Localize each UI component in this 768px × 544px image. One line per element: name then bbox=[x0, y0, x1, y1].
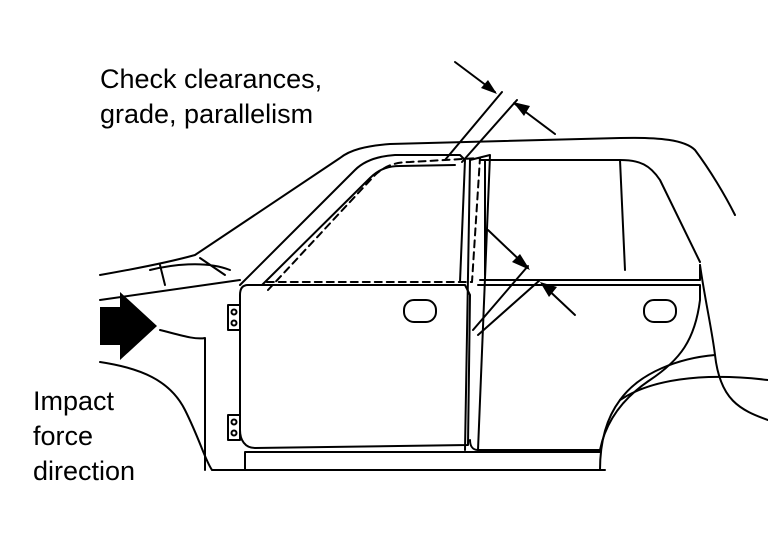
impact-callout: Impact force direction bbox=[33, 384, 135, 489]
clearance-label-line2: grade, parallelism bbox=[100, 99, 314, 129]
impact-label-line1: Impact bbox=[33, 386, 115, 416]
clearance-callout: Check clearances, grade, parallelism bbox=[100, 62, 322, 132]
dashed-door-outline bbox=[261, 157, 481, 291]
rear-door bbox=[464, 154, 701, 451]
impact-force-arrow bbox=[100, 292, 157, 360]
sill bbox=[244, 451, 601, 471]
impact-label-line2: force bbox=[33, 421, 94, 451]
front-door bbox=[227, 284, 471, 449]
clearance-label-line1: Check clearances, bbox=[100, 64, 323, 94]
impact-label-line3: direction bbox=[33, 456, 136, 486]
clearance-gauge-door bbox=[472, 229, 576, 336]
clearance-gauge-roof bbox=[444, 61, 556, 163]
window-frames bbox=[239, 154, 701, 286]
